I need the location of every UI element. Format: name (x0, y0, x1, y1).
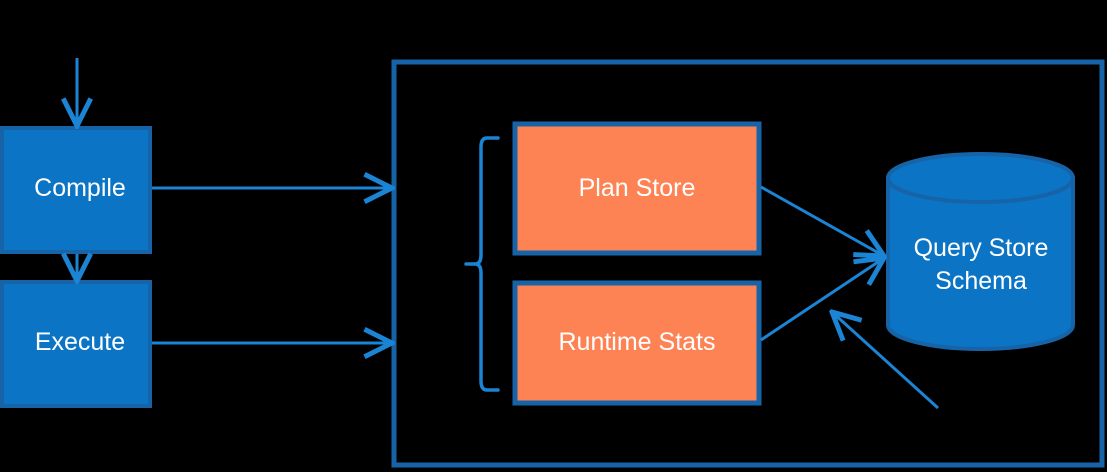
connector-external-to-schema (832, 312, 940, 410)
connector-runtime-stats-to-schema (760, 258, 884, 342)
grouping-brace (464, 136, 500, 392)
compile-box[interactable] (0, 126, 152, 254)
query-store-schema-cylinder[interactable] (886, 152, 1075, 351)
runtime-stats-box[interactable] (512, 280, 762, 406)
plan-store-box[interactable] (512, 121, 762, 256)
execute-box[interactable] (0, 280, 152, 408)
connector-plan-store-to-schema (760, 185, 884, 256)
query-store-boundary (391, 59, 1105, 468)
